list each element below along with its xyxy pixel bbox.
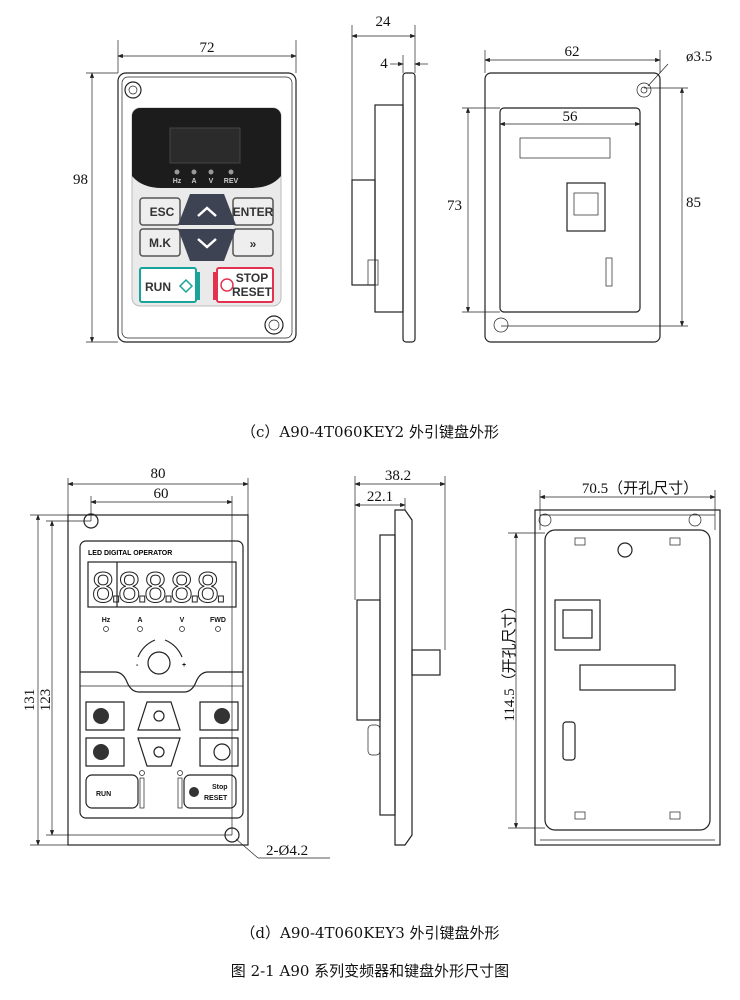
led-label: REV: [224, 178, 239, 185]
esc-key: [139, 197, 181, 226]
dim-hole-span: 60: [154, 486, 169, 502]
led-label: A: [137, 617, 142, 624]
led-label: FWD: [210, 617, 226, 624]
dim-depth: 24: [376, 14, 392, 30]
stop-reset-key: [183, 774, 237, 809]
dim-height: 131: [22, 689, 38, 712]
stop-label: Stop: [212, 784, 228, 791]
keypad-c-back-view: 62 56 73 85 ø3.5: [447, 44, 712, 343]
down-key: [178, 229, 236, 261]
rj45-port-icon: [554, 599, 601, 651]
keypad-c-side-view: 24 4: [351, 14, 428, 343]
reset-label: RESET: [204, 795, 228, 802]
chevron-down-icon: [197, 238, 217, 249]
shift-key: [213, 743, 231, 761]
dim-hole-dia: ø3.5: [686, 49, 712, 65]
knob-plus: +: [182, 662, 186, 669]
run-key-label: RUN: [96, 791, 111, 798]
knob-side: [411, 649, 441, 676]
run-diamond-icon: [178, 278, 194, 294]
stop-icon: [220, 278, 234, 292]
dim-inner-width: 56: [563, 109, 579, 125]
enter-key: [232, 197, 274, 226]
shift-key: [232, 228, 274, 257]
dim-width: 80: [151, 466, 166, 482]
mk-key: [139, 228, 181, 257]
dim-inner-height: 73: [447, 198, 462, 214]
run-key-label: RUN: [145, 280, 171, 294]
dim-back-width: 62: [565, 44, 580, 60]
knob-minus: -: [136, 662, 139, 669]
dim-cutout-width: 70.5（开孔尺寸）: [582, 480, 698, 497]
screw-hole-icon: [124, 81, 142, 99]
dim-hole-height: 123: [38, 689, 54, 712]
knob-icon: [147, 651, 171, 675]
keypad-d-side-view: 38.2 22.1: [354, 468, 446, 846]
caption-c: （c）A90-4T060KEY2 外引键盘外形: [241, 423, 499, 441]
dim-hole-height: 85: [686, 195, 701, 211]
rj45-port-icon: [566, 182, 606, 232]
screw-hole-icon: [264, 315, 284, 335]
stop-reset-key: [216, 267, 274, 303]
mk-key: [93, 744, 109, 760]
dim-front-depth: 22.1: [367, 489, 393, 505]
down-key: [137, 737, 181, 767]
seven-segment-digits: 8.8.8.8.8.: [91, 566, 233, 612]
dim-depth: 38.2: [385, 468, 411, 484]
keypad-d-back-view: 70.5（开孔尺寸） 114.5（开孔尺寸）: [501, 480, 721, 846]
led-display: [87, 561, 237, 608]
led-label: A: [191, 178, 196, 185]
enter-key: [214, 708, 230, 724]
dim-cutout-height: 114.5（开孔尺寸）: [501, 598, 518, 721]
lcd-display: [169, 127, 241, 164]
mk-key-label: M.K: [149, 236, 171, 250]
keypad-d-front-view: LED DIGITAL OPERATOR 8.8.8.8.8. Hz A V F…: [22, 466, 330, 859]
led-label: Hz: [173, 178, 182, 185]
dim-height: 98: [73, 172, 88, 188]
up-key: [137, 701, 181, 731]
reset-label: RESET: [232, 285, 273, 299]
run-key: [85, 774, 139, 809]
dim-plate: 4: [380, 56, 388, 72]
shift-key-label: »: [250, 237, 257, 251]
caption-d: （d）A90-4T060KEY3 外引键盘外形: [240, 924, 499, 942]
led-label: V: [209, 178, 214, 185]
chevron-up-icon: [197, 206, 217, 217]
enter-key-label: ENTER: [233, 205, 274, 219]
figure-caption: 图 2-1 A90 系列变频器和键盘外形尺寸图: [231, 962, 509, 980]
run-key: [139, 267, 197, 303]
dim-width: 72: [200, 40, 215, 56]
esc-key: [93, 708, 109, 724]
panel-label: LED DIGITAL OPERATOR: [88, 550, 172, 557]
dim-holes: 2-Ø4.2: [266, 843, 308, 859]
led-label: V: [180, 617, 185, 624]
stop-label: STOP: [236, 271, 268, 285]
led-label: Hz: [102, 617, 111, 624]
esc-key-label: ESC: [150, 205, 175, 219]
keypad-c-front-view: Hz A V REV ESC ENTER M.K » RUN STOP RESE…: [73, 40, 297, 343]
